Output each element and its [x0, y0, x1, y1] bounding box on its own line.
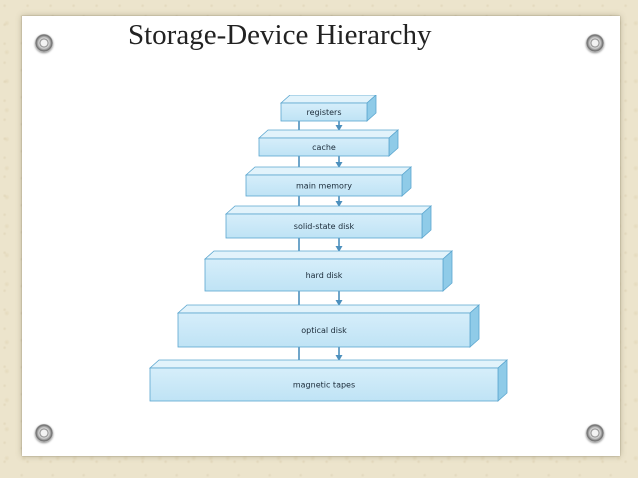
rivet-top-left-icon	[35, 34, 53, 52]
tier-front-face	[245, 174, 403, 197]
tier-box	[244, 166, 413, 197]
tier-box	[176, 304, 481, 348]
tier-front-face	[204, 258, 444, 292]
rivet-bottom-left-icon	[35, 424, 53, 442]
tier-top-face	[244, 166, 413, 176]
tier-top-face	[224, 205, 433, 215]
tier-label: hard disk	[306, 271, 343, 280]
tier-front-face	[258, 137, 390, 157]
tier-top-face	[257, 129, 400, 139]
tier-front-face	[177, 312, 471, 348]
tier-label: solid-state disk	[294, 222, 355, 231]
tier-box	[257, 129, 400, 157]
tier-label: cache	[312, 143, 336, 152]
hierarchy-svg: registers cache main memory solid-state dis…	[148, 95, 509, 402]
tier-front-face	[225, 213, 423, 239]
tier-top-face	[176, 304, 481, 314]
down-arrow-icon-head	[335, 355, 343, 361]
down-arrow-icon-head	[335, 125, 343, 131]
rivet-bottom-right-icon	[586, 424, 604, 442]
tier-front-face	[280, 102, 368, 122]
tier-top-face	[279, 95, 377, 104]
down-arrow-icon-head	[335, 300, 343, 306]
tier-box	[148, 359, 509, 402]
tier-label: registers	[306, 108, 341, 117]
tier-label: main memory	[296, 182, 352, 191]
storage-hierarchy-diagram: registers cache main memory solid-state dis…	[138, 95, 510, 407]
tier-top-face	[148, 359, 509, 369]
tier-side-face	[469, 304, 480, 348]
tier-box	[279, 95, 377, 122]
tier-label: magnetic tapes	[293, 381, 355, 390]
tier-front-face	[149, 367, 499, 402]
tier-top-face	[203, 250, 454, 260]
tier-box	[203, 250, 454, 292]
tier-label: optical disk	[301, 326, 347, 335]
down-arrow-icon-head	[335, 162, 343, 168]
rivet-top-right-icon	[586, 34, 604, 52]
slide-title: Storage-Device Hierarchy	[128, 19, 432, 51]
down-arrow-icon-head	[335, 201, 343, 207]
tier-box	[224, 205, 433, 239]
down-arrow-icon-head	[335, 246, 343, 252]
